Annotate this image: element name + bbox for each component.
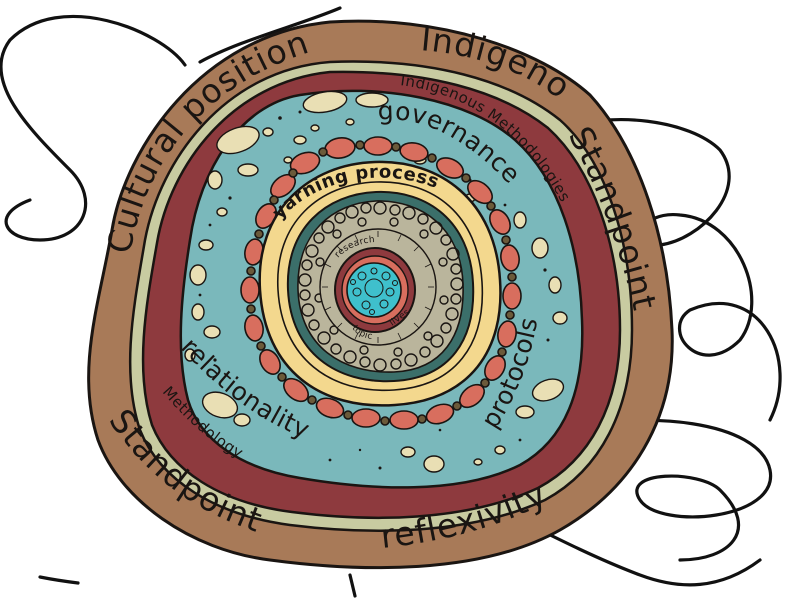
threads-back bbox=[0, 6, 782, 587]
relational-bubbles bbox=[184, 90, 568, 473]
protocol-petals bbox=[240, 136, 522, 430]
core-bubbles bbox=[350, 267, 398, 315]
radiating-lines bbox=[322, 231, 434, 343]
threads-front bbox=[38, 573, 357, 598]
yarning-inner-line bbox=[277, 181, 484, 392]
